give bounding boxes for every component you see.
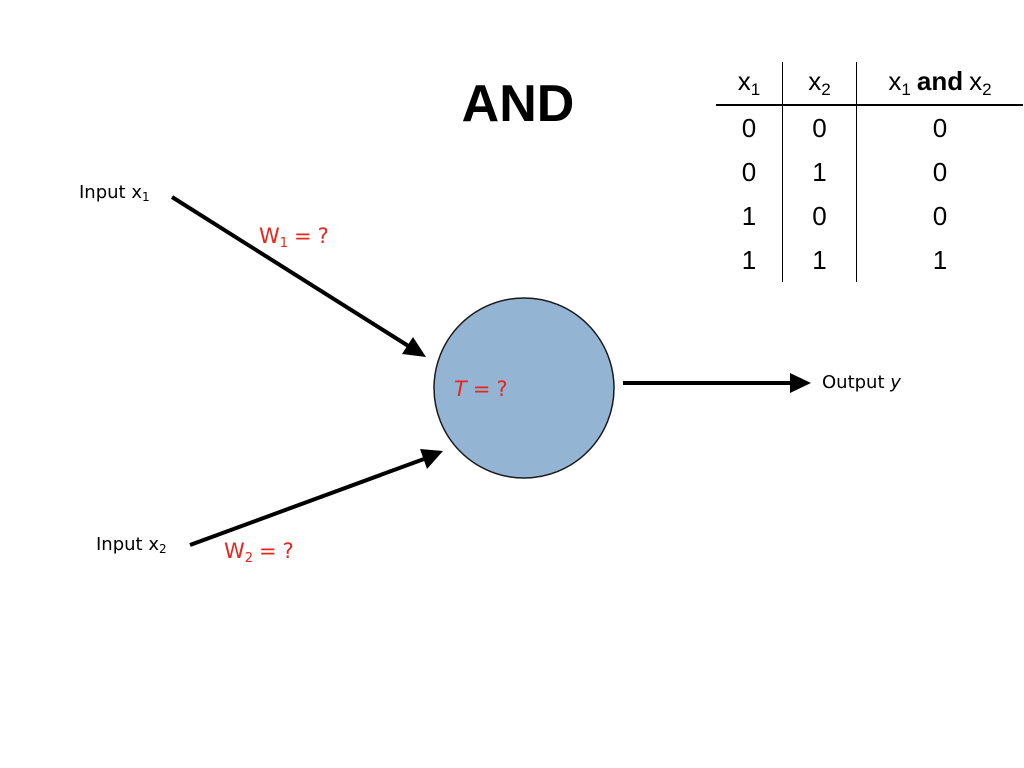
- table-row: 1 1 1: [716, 238, 1023, 282]
- weight-1-value: ?: [317, 224, 329, 248]
- page-title: AND: [461, 75, 575, 133]
- table-row: 0 1 0: [716, 150, 1023, 194]
- table-row: 0 0 0: [716, 105, 1023, 150]
- input-1-prefix: Input x: [79, 182, 142, 203]
- weight-2-value: ?: [282, 539, 294, 563]
- table-cell: 0: [782, 194, 857, 238]
- neuron-circle: [433, 297, 615, 479]
- table-cell: 0: [932, 112, 948, 143]
- header-x1: x1: [716, 62, 783, 106]
- weight-2-symbol: W: [224, 539, 245, 563]
- input-1-label: Input x1: [79, 182, 150, 208]
- threshold-label: T=?: [454, 376, 508, 402]
- table-cell: 1: [782, 150, 857, 194]
- table-cell: 0: [782, 105, 857, 150]
- weight-2-subscript: 2: [244, 551, 254, 566]
- header-x2: x2: [782, 62, 857, 106]
- table-row: 1 0 0: [716, 194, 1023, 238]
- table-cell: 0: [716, 150, 783, 194]
- weight-1-symbol: W: [259, 224, 280, 248]
- table-cell: 1: [716, 238, 783, 282]
- output-label: Output y: [822, 372, 901, 394]
- table-cell: 0: [932, 200, 948, 231]
- input-2-arrow: [189, 457, 425, 547]
- weight-1-label: W1 =?: [259, 223, 329, 257]
- input-2-prefix: Input x: [96, 534, 159, 555]
- weight-1-equals: =: [294, 224, 312, 248]
- input-2-arrowhead: [420, 449, 443, 469]
- input-1-arrowhead: [402, 337, 426, 357]
- input-1-arrow: [170, 195, 412, 349]
- weight-2-label: W2 =?: [224, 538, 294, 572]
- weight-1-subscript: 1: [279, 236, 289, 251]
- input-2-subscript: 2: [158, 542, 167, 556]
- weight-2-equals: =: [259, 539, 277, 563]
- input-2-label: Input x2: [96, 534, 167, 560]
- output-prefix: Output: [822, 372, 891, 393]
- table-cell: 1: [932, 244, 948, 275]
- threshold-value: ?: [496, 377, 508, 401]
- output-variable: y: [890, 372, 901, 393]
- table-cell: 1: [716, 194, 783, 238]
- output-arrowhead: [790, 373, 811, 393]
- table-cell: 0: [932, 156, 948, 187]
- table-cell: 1: [782, 238, 857, 282]
- threshold-equals: =: [472, 377, 491, 401]
- table-cell: 0: [716, 105, 783, 150]
- threshold-symbol: T: [454, 377, 467, 401]
- input-1-subscript: 1: [141, 190, 150, 204]
